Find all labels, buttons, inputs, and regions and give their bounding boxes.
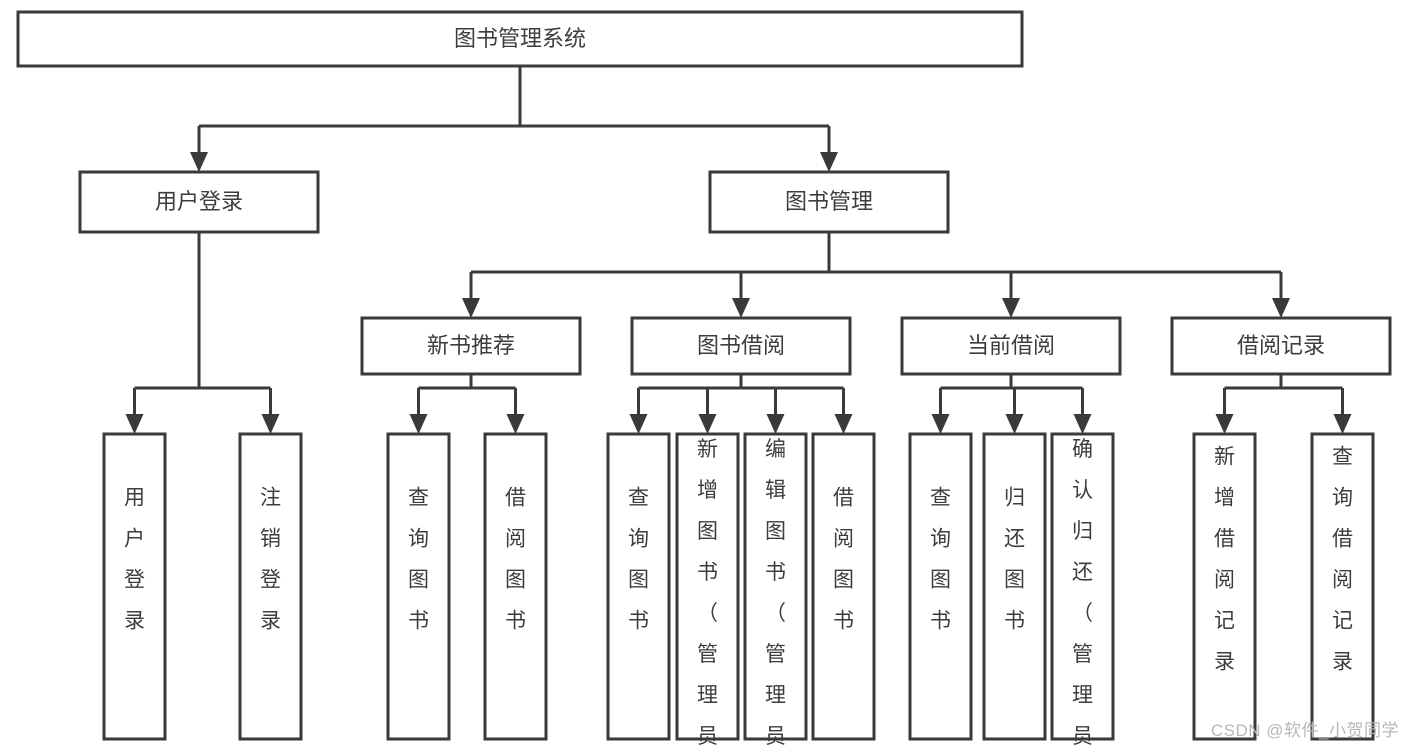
node-leaf-add-borrow-record[interactable]: 新增借阅记录 [1192, 432, 1257, 741]
node-leaf-query-borrow-record[interactable]: 查询借阅记录 [1310, 432, 1375, 741]
arrow-head-icon [409, 414, 428, 434]
node-label-leaf-add-borrow-record: 新增借阅记录 [1214, 446, 1235, 674]
node-leaf-borrow-book-1[interactable]: 借阅图书 [483, 432, 548, 741]
node-box-new-book-recommend [360, 316, 582, 376]
node-box-leaf-borrow-book-1 [483, 432, 548, 741]
arrow-head-icon [629, 414, 648, 434]
node-label-borrow-record: 借阅记录 [1237, 333, 1325, 358]
arrow-head-icon [190, 152, 208, 172]
node-box-book-borrow [630, 316, 852, 376]
node-root[interactable]: 图书管理系统 [16, 10, 1024, 68]
node-label-root: 图书管理系统 [454, 26, 586, 51]
node-box-leaf-add-book [675, 432, 740, 741]
arrow-head-icon [766, 414, 785, 434]
node-box-leaf-query-book-2 [606, 432, 671, 741]
arrow-head-icon [834, 414, 853, 434]
edge-group-borrow-record [1215, 374, 1352, 434]
node-box-leaf-return-book [982, 432, 1047, 741]
node-leaf-query-book-1[interactable]: 查询图书 [386, 432, 451, 741]
node-new-book-recommend[interactable]: 新书推荐 [360, 316, 582, 376]
node-box-current-borrow [900, 316, 1122, 376]
node-label-new-book-recommend: 新书推荐 [427, 333, 515, 358]
edge-group-book-management [462, 232, 1290, 318]
node-leaf-borrow-book-2[interactable]: 借阅图书 [811, 432, 876, 741]
node-leaf-user-login[interactable]: 用户登录 [102, 432, 167, 741]
connector-layer [125, 66, 1352, 434]
node-box-borrow-record [1170, 316, 1392, 376]
node-label-leaf-logout: 注销登录 [260, 487, 281, 633]
node-leaf-query-book-2[interactable]: 查询图书 [606, 432, 671, 741]
node-label-current-borrow: 当前借阅 [967, 333, 1055, 358]
arrow-head-icon [1002, 298, 1020, 318]
edge-group-root [190, 66, 838, 172]
node-label-leaf-return-book: 归还图书 [1004, 487, 1025, 633]
node-label-leaf-query-borrow-record: 查询借阅记录 [1332, 446, 1353, 674]
node-label-leaf-query-book-2: 查询图书 [628, 487, 649, 633]
node-leaf-confirm-return[interactable]: 确认归还（管理员） [1050, 432, 1115, 747]
arrow-head-icon [732, 298, 750, 318]
node-user-login[interactable]: 用户登录 [78, 170, 320, 234]
node-box-root [16, 10, 1024, 68]
node-box-leaf-query-borrow-record [1310, 432, 1375, 741]
node-label-leaf-add-book: 新增图书（管理员） [697, 438, 718, 747]
arrow-head-icon [1272, 298, 1290, 318]
node-label-book-management: 图书管理 [785, 189, 873, 214]
node-box-leaf-add-borrow-record [1192, 432, 1257, 741]
arrow-head-icon [931, 414, 950, 434]
node-label-leaf-user-login: 用户登录 [124, 487, 145, 633]
node-book-management[interactable]: 图书管理 [708, 170, 950, 234]
arrow-head-icon [125, 414, 144, 434]
node-label-leaf-borrow-book-1: 借阅图书 [505, 487, 526, 633]
edge-group-user-login [125, 232, 280, 434]
node-label-leaf-query-book-1: 查询图书 [408, 487, 429, 633]
node-book-borrow[interactable]: 图书借阅 [630, 316, 852, 376]
node-box-leaf-borrow-book-2 [811, 432, 876, 741]
edge-group-current-borrow [931, 374, 1092, 434]
node-box-leaf-logout [238, 432, 303, 741]
node-box-leaf-confirm-return [1050, 432, 1115, 741]
node-layer: 图书管理系统用户登录图书管理新书推荐图书借阅当前借阅借阅记录用户登录注销登录查询… [16, 10, 1392, 747]
node-leaf-query-book-3[interactable]: 查询图书 [908, 432, 973, 741]
arrow-head-icon [698, 414, 717, 434]
arrow-head-icon [462, 298, 480, 318]
arrow-head-icon [1333, 414, 1352, 434]
edge-group-new-book-recommend [409, 374, 525, 434]
node-box-user-login [78, 170, 320, 234]
node-leaf-edit-book[interactable]: 编辑图书（管理员） [743, 432, 808, 747]
node-borrow-record[interactable]: 借阅记录 [1170, 316, 1392, 376]
node-label-book-borrow: 图书借阅 [697, 333, 785, 358]
arrow-head-icon [1073, 414, 1092, 434]
node-current-borrow[interactable]: 当前借阅 [900, 316, 1122, 376]
node-box-leaf-query-book-1 [386, 432, 451, 741]
arrow-head-icon [1215, 414, 1234, 434]
node-label-user-login: 用户登录 [155, 189, 243, 214]
node-label-leaf-borrow-book-2: 借阅图书 [833, 487, 854, 633]
node-label-leaf-confirm-return: 确认归还（管理员） [1072, 438, 1093, 747]
node-box-leaf-edit-book [743, 432, 808, 741]
node-label-leaf-edit-book: 编辑图书（管理员） [765, 438, 786, 747]
node-leaf-logout[interactable]: 注销登录 [238, 432, 303, 741]
node-leaf-add-book[interactable]: 新增图书（管理员） [675, 432, 740, 747]
arrow-head-icon [261, 414, 280, 434]
node-box-leaf-query-book-3 [908, 432, 973, 741]
node-leaf-return-book[interactable]: 归还图书 [982, 432, 1047, 741]
node-box-book-management [708, 170, 950, 234]
arrow-head-icon [820, 152, 838, 172]
node-label-leaf-query-book-3: 查询图书 [930, 487, 951, 633]
arrow-head-icon [1005, 414, 1024, 434]
node-box-leaf-user-login [102, 432, 167, 741]
arrow-head-icon [506, 414, 525, 434]
edge-group-book-borrow [629, 374, 853, 434]
